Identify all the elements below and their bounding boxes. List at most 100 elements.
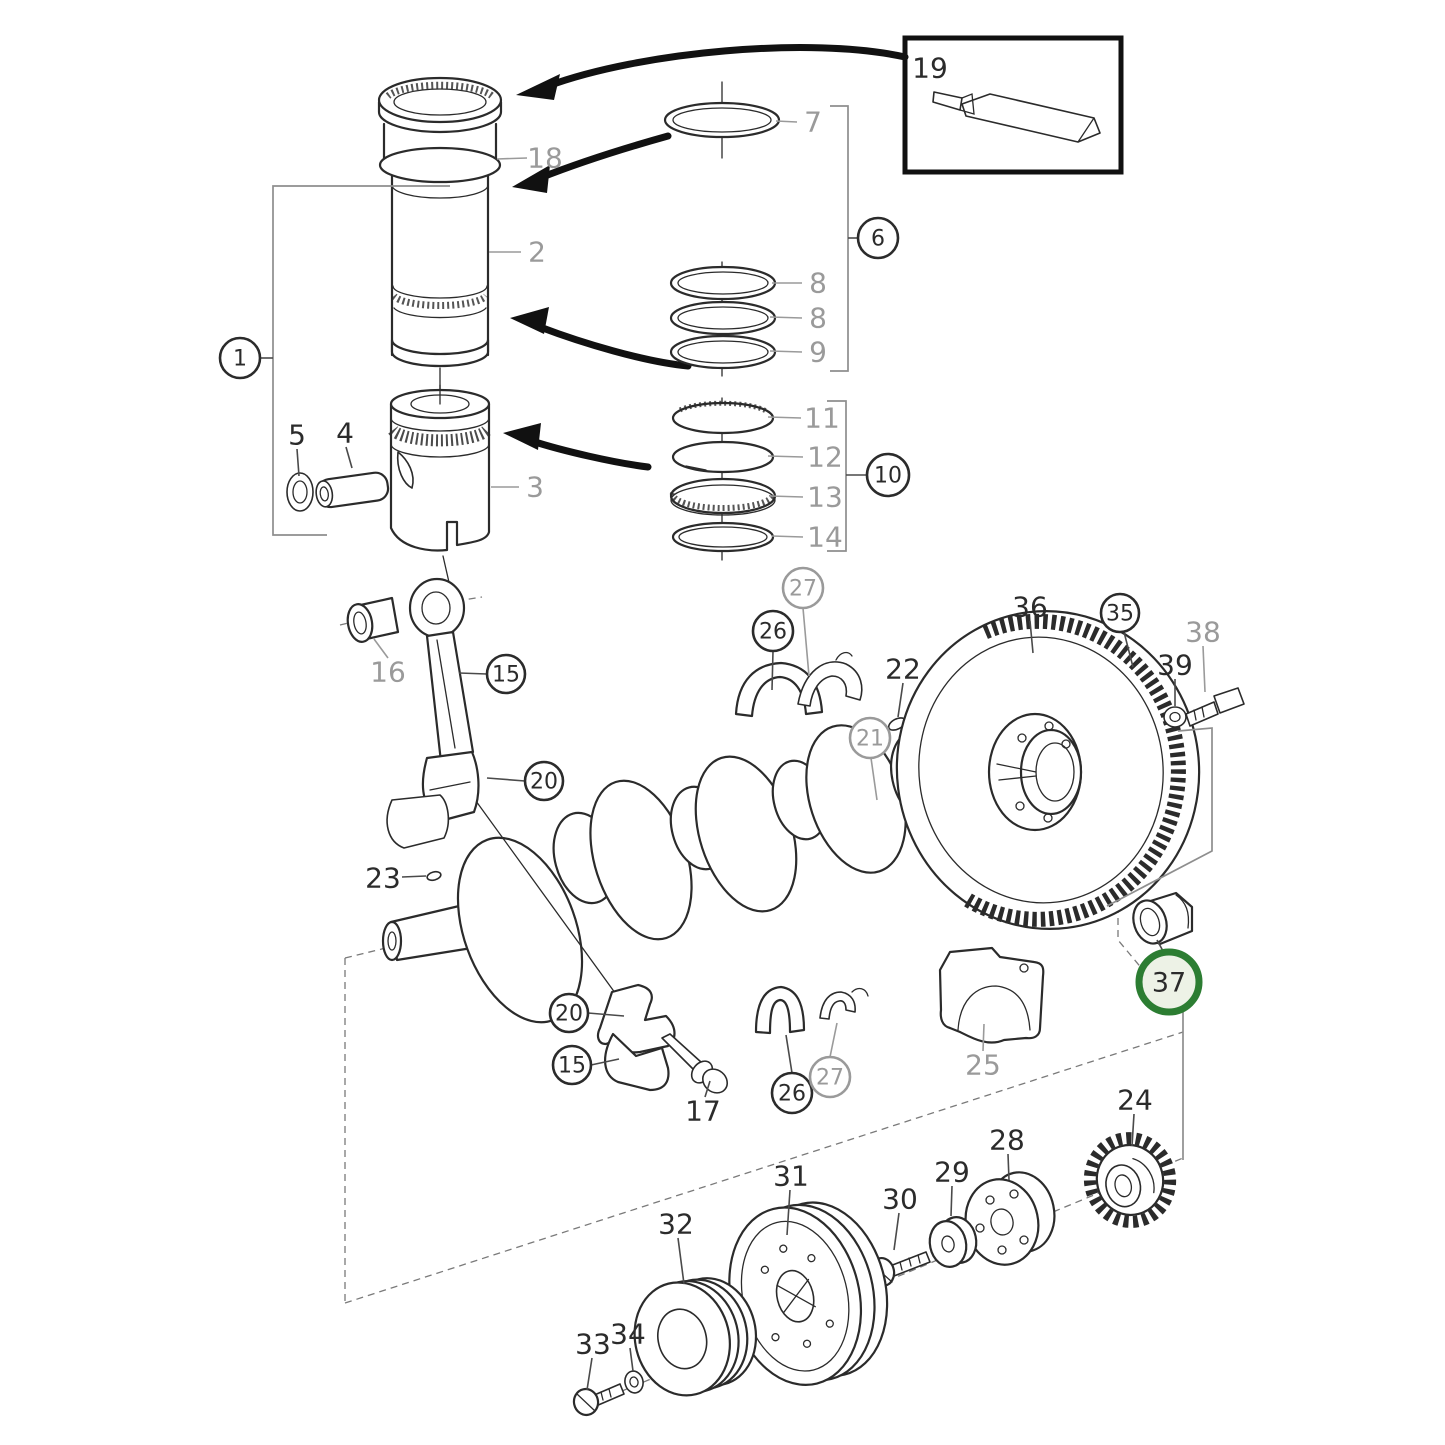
piston-pin-4-drawing bbox=[315, 471, 390, 509]
leader-line bbox=[802, 607, 810, 677]
circled-label-20-4[interactable] bbox=[523, 760, 565, 802]
circled-label-text-27-11[interactable]: 27 bbox=[816, 1066, 844, 1091]
part-label-4-11[interactable]: 4 bbox=[336, 417, 354, 450]
highlighted-part-circle-37[interactable] bbox=[1135, 948, 1203, 1016]
part-label-11-6[interactable]: 11 bbox=[804, 402, 840, 435]
leader-line bbox=[767, 416, 802, 419]
leader-line bbox=[893, 1212, 900, 1251]
cylinder-liner-drawing bbox=[377, 76, 503, 403]
circled-label-20-8[interactable] bbox=[548, 992, 590, 1034]
connecting-rod-drawing bbox=[346, 577, 480, 849]
circled-label-text-20-4[interactable]: 20 bbox=[530, 770, 558, 795]
circled-label-text-37-13[interactable]: 37 bbox=[1152, 968, 1186, 999]
circled-label-27-7[interactable] bbox=[781, 566, 825, 610]
circled-label-26-6[interactable] bbox=[751, 609, 795, 653]
sealing-rings-8-9-drawing bbox=[669, 261, 777, 377]
washer-29-drawing bbox=[928, 1216, 978, 1268]
part-label-18-0[interactable]: 18 bbox=[527, 142, 563, 175]
circled-label-text-26-6[interactable]: 26 bbox=[759, 620, 787, 645]
part-label-29-23[interactable]: 29 bbox=[934, 1156, 970, 1189]
small-end-bushing-16-drawing bbox=[346, 596, 400, 643]
leader-line bbox=[458, 672, 488, 675]
leader-line bbox=[401, 875, 427, 878]
leader-line bbox=[1007, 1153, 1010, 1181]
circled-label-35-12[interactable] bbox=[1099, 592, 1141, 634]
flywheel-drawing bbox=[895, 610, 1201, 930]
leader-line bbox=[786, 1189, 791, 1236]
part-label-32-26[interactable]: 32 bbox=[658, 1208, 694, 1241]
circled-label-27-11[interactable] bbox=[808, 1055, 852, 1099]
part-label-8-3[interactable]: 8 bbox=[809, 267, 827, 300]
part-label-12-7[interactable]: 12 bbox=[807, 441, 843, 474]
part-label-7-2[interactable]: 7 bbox=[804, 106, 822, 139]
circled-label-text-15-3[interactable]: 15 bbox=[492, 663, 520, 688]
part-label-36-16[interactable]: 36 bbox=[1012, 591, 1048, 624]
part-label-31-25[interactable]: 31 bbox=[773, 1160, 809, 1193]
part-label-16-13[interactable]: 16 bbox=[370, 656, 406, 689]
circled-label-text-1-0[interactable]: 1 bbox=[233, 347, 247, 372]
part-label-14-9[interactable]: 14 bbox=[807, 521, 843, 554]
part-label-25-19[interactable]: 25 bbox=[965, 1049, 1001, 1082]
circled-label-26-10[interactable] bbox=[770, 1071, 814, 1115]
circled-label-text-15-9[interactable]: 15 bbox=[558, 1054, 586, 1079]
part-label-38-17[interactable]: 38 bbox=[1185, 616, 1221, 649]
part-label-23-14[interactable]: 23 bbox=[365, 862, 401, 895]
main-bearing-shells-upper-drawing bbox=[734, 651, 863, 718]
leader-line bbox=[769, 316, 803, 319]
install-arrows bbox=[503, 44, 909, 471]
leader-line bbox=[950, 1185, 953, 1217]
part-label-22-15[interactable]: 22 bbox=[885, 653, 921, 686]
circled-label-15-9[interactable] bbox=[551, 1044, 593, 1086]
part-label-34-28[interactable]: 34 bbox=[610, 1318, 646, 1351]
circled-label-6-1[interactable] bbox=[856, 216, 900, 260]
sealing-ring-7-drawing bbox=[663, 81, 781, 159]
circled-label-text-21-5[interactable]: 21 bbox=[856, 727, 884, 752]
part-label-13-8[interactable]: 13 bbox=[807, 481, 843, 514]
washer-39-drawing bbox=[1163, 706, 1187, 728]
circled-label-1-0[interactable] bbox=[218, 336, 262, 380]
part-label-17-20[interactable]: 17 bbox=[685, 1095, 721, 1128]
leader-line bbox=[1131, 1113, 1135, 1147]
crank-gear-24-drawing bbox=[1083, 1132, 1177, 1228]
circled-label-10-2[interactable] bbox=[865, 452, 911, 498]
part-label-8-4[interactable]: 8 bbox=[809, 302, 827, 335]
flywheel-bolt-38-drawing bbox=[1185, 687, 1245, 727]
leader-line bbox=[629, 1347, 634, 1372]
part-label-39-18[interactable]: 39 bbox=[1157, 649, 1193, 682]
circled-label-21-5[interactable] bbox=[848, 716, 892, 760]
leader-line bbox=[767, 455, 804, 458]
part-label-9-5[interactable]: 9 bbox=[809, 336, 827, 369]
leader-line bbox=[1202, 645, 1206, 693]
leader-line bbox=[897, 682, 904, 718]
part-label-33-27[interactable]: 33 bbox=[575, 1328, 611, 1361]
circled-label-text-10-2[interactable]: 10 bbox=[874, 464, 902, 489]
circled-label-text-27-7[interactable]: 27 bbox=[789, 577, 817, 602]
rod-cap-group-drawing bbox=[596, 983, 729, 1094]
rod-bolt-17-drawing bbox=[661, 1033, 729, 1094]
pilot-bushing-37-drawing bbox=[1132, 891, 1194, 946]
part-label-5-10[interactable]: 5 bbox=[288, 419, 306, 452]
circled-label-text-26-10[interactable]: 26 bbox=[778, 1082, 806, 1107]
leader-line bbox=[769, 350, 803, 353]
pulley-32-drawing bbox=[633, 1277, 758, 1397]
part-label-3-12[interactable]: 3 bbox=[526, 471, 544, 504]
circled-label-text-20-8[interactable]: 20 bbox=[555, 1002, 583, 1027]
part-label-2-1[interactable]: 2 bbox=[528, 236, 546, 269]
circled-label-15-3[interactable] bbox=[485, 653, 527, 695]
sealant-tube-icon bbox=[932, 91, 1101, 143]
bracket-lines-right bbox=[1106, 727, 1213, 1160]
circled-label-text-35-12[interactable]: 35 bbox=[1106, 602, 1134, 627]
part-label-30-24[interactable]: 30 bbox=[882, 1183, 918, 1216]
circled-label-text-6-1[interactable]: 6 bbox=[871, 227, 885, 252]
piston-rings-11-14-drawing bbox=[669, 397, 777, 561]
pulley-31-drawing bbox=[728, 1201, 889, 1386]
part-label-28-22[interactable]: 28 bbox=[989, 1124, 1025, 1157]
part-label-19-29[interactable]: 19 bbox=[912, 52, 948, 85]
leader-line bbox=[345, 446, 353, 469]
leader-line bbox=[785, 1034, 793, 1074]
leader-line bbox=[1123, 631, 1134, 668]
part-label-24-21[interactable]: 24 bbox=[1117, 1084, 1153, 1117]
circlip-5-drawing bbox=[286, 472, 314, 512]
